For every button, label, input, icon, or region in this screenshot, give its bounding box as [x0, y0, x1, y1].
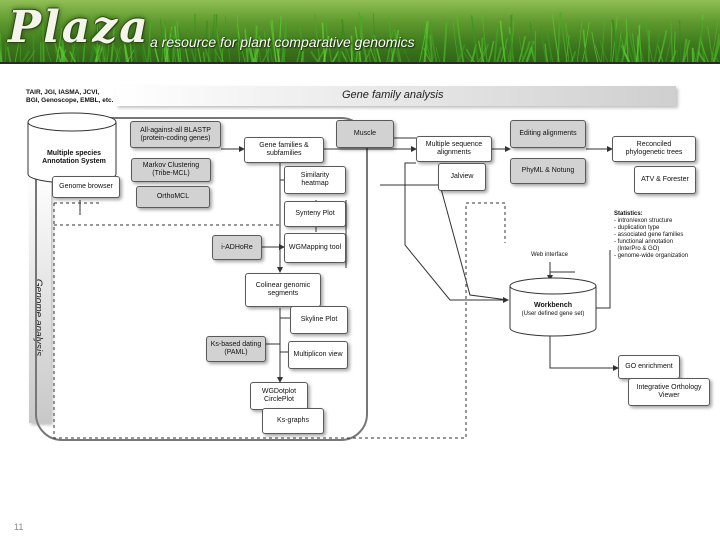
go-label: GO enrichment	[625, 363, 673, 370]
orthomcl-box: OrthoMCL	[136, 186, 210, 208]
phyml-notung-box: PhyML & Notung	[510, 158, 586, 184]
statistics-item: - intron/exon structure	[614, 218, 673, 224]
iadhore-label: i-ADHoRe	[221, 243, 253, 251]
wgmapping-label: WGMapping tool	[288, 244, 342, 251]
phyml-label: PhyML & Notung	[521, 167, 575, 174]
reconciled-line: Reconciled	[636, 141, 672, 148]
ks-dating-box: Ks-based dating(PAML)	[206, 336, 266, 362]
integrative-line: Integrative Orthology	[636, 384, 702, 391]
statistics-item: (InterPro & GO)	[614, 246, 660, 252]
editing-alignments-box: Editing alignments	[510, 120, 586, 148]
iadhore-box: i-ADHoRe	[212, 235, 262, 260]
similarity-line: Similarity	[300, 172, 330, 179]
msa-line: Multiple sequence	[425, 141, 483, 148]
synteny-label: Synteny Plot	[295, 210, 335, 217]
wgdotplot-line: CirclePlot	[264, 396, 294, 403]
ks-dating-line: Ks-based dating	[210, 341, 262, 348]
wgmapping-box[interactable]: WGMapping tool	[284, 233, 346, 263]
gene-families-box[interactable]: Gene families &subfamilies	[244, 137, 324, 163]
annotation-line: Annotation System	[42, 158, 106, 165]
statistics-item: - duplication type	[614, 225, 660, 231]
annotation-system-label: Multiple species Annotation System	[26, 150, 122, 166]
editing-label: Editing alignments	[519, 130, 577, 137]
gene-family-section-label: Gene family analysis	[342, 89, 444, 101]
integrative-line: Viewer	[658, 392, 680, 399]
gene-families-line: Gene families &	[259, 142, 309, 149]
statistics-item: - associated gene families	[614, 232, 684, 238]
banner-divider	[0, 62, 720, 64]
markov-line: (Tribe-MCL)	[152, 170, 190, 177]
wgdotplot-line: WGDotplot	[261, 388, 297, 395]
statistics-item: - functional annotation	[614, 239, 674, 245]
multiplicon-view-box[interactable]: Multiplicon view	[288, 341, 348, 369]
annotation-line: Multiple species	[46, 150, 102, 157]
markov-box: Markov Clustering(Tribe-MCL)	[131, 158, 211, 182]
slide-number: 11	[14, 522, 24, 532]
blastp-box: All-against-all BLASTP(protein-coding ge…	[130, 121, 221, 148]
ks-graphs-box[interactable]: Ks-graphs	[262, 408, 324, 434]
msa-line: alignments	[437, 149, 471, 156]
sources-line: TAIR, JGI, IASMA, JCVI,	[26, 89, 100, 96]
colinear-line: Colinear genomic	[255, 282, 311, 289]
muscle-label: Muscle	[353, 130, 377, 137]
data-sources-text: TAIR, JGI, IASMA, JCVI, BGI, Genoscope, …	[26, 89, 113, 105]
blastp-line: (protein-coding genes)	[140, 134, 211, 142]
atv-forester-box[interactable]: ATV & Forester	[634, 166, 696, 194]
header-banner: Plaza a resource for plant comparative g…	[0, 0, 720, 62]
multiplicon-label: Multiplicon view	[293, 351, 343, 358]
statistics-item: - genome-wide organization	[614, 253, 689, 259]
tagline: a resource for plant comparative genomic…	[150, 34, 415, 50]
workbench-label[interactable]: Workbench (User defined gene set)	[508, 302, 598, 318]
ks-graphs-label: Ks-graphs	[277, 417, 309, 424]
ks-dating-line: (PAML)	[224, 349, 248, 356]
genome-browser-label: Genome browser	[59, 183, 113, 190]
workbench-subtitle: (User defined gene set)	[521, 311, 585, 317]
genome-browser-box[interactable]: Genome browser	[52, 176, 120, 198]
blastp-line: All-against-all BLASTP	[140, 126, 211, 134]
go-enrichment-box[interactable]: GO enrichment	[618, 355, 680, 379]
colinear-line: segments	[267, 290, 299, 297]
statistics-title: Statistics:	[614, 211, 643, 217]
web-interface-label: Web interface	[531, 252, 568, 258]
skyline-label: Skyline Plot	[300, 316, 338, 323]
plaza-logo: Plaza	[8, 2, 150, 53]
orthomcl-label: OrthoMCL	[156, 193, 190, 200]
similarity-line: heatmap	[301, 180, 329, 187]
annotation-database-cylinder	[27, 112, 117, 184]
muscle-box: Muscle	[336, 120, 394, 148]
jalview-label: Jalview	[450, 173, 474, 180]
statistics-list: Statistics: - intron/exon structure - du…	[614, 211, 688, 260]
grass-texture	[0, 12, 720, 62]
workbench-cylinder	[509, 277, 597, 337]
skyline-plot-box[interactable]: Skyline Plot	[290, 306, 348, 334]
jalview-box[interactable]: Jalview	[438, 163, 486, 191]
reconciled-line: phylogenetic trees	[625, 149, 683, 156]
atv-label: ATV & Forester	[641, 176, 689, 183]
gene-families-line: subfamilies	[266, 150, 302, 157]
sources-line: BGI, Genoscope, EMBL, etc.	[26, 97, 114, 104]
genome-section-bar	[29, 175, 51, 423]
markov-line: Markov Clustering	[142, 162, 200, 169]
synteny-plot-box[interactable]: Synteny Plot	[284, 201, 346, 227]
workbench-title: Workbench	[534, 302, 572, 309]
gene-family-section-bar	[116, 86, 676, 106]
